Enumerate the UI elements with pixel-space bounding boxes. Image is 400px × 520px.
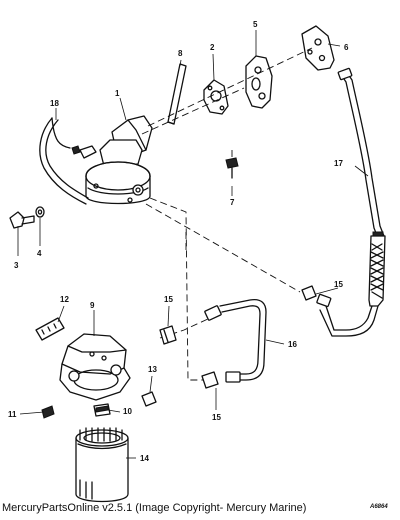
leader-lines bbox=[17, 30, 369, 459]
callout-18: 18 bbox=[50, 99, 59, 108]
callout-7: 7 bbox=[230, 198, 235, 207]
fitting-15-left bbox=[159, 325, 177, 345]
callout-9: 9 bbox=[90, 301, 95, 310]
callout-4: 4 bbox=[37, 249, 42, 258]
callout-1: 1 bbox=[115, 89, 120, 98]
push-rod-8 bbox=[167, 63, 187, 125]
callout-16: 16 bbox=[288, 340, 297, 349]
callout-5: 5 bbox=[253, 20, 258, 29]
nipple-10 bbox=[93, 403, 111, 417]
decal-12 bbox=[35, 317, 65, 341]
fuel-line-16 bbox=[204, 298, 267, 383]
plug-11 bbox=[41, 405, 55, 419]
callout-15-lower: 15 bbox=[212, 413, 221, 422]
fuel-line-17 bbox=[316, 67, 386, 337]
fitting-15-lower bbox=[201, 371, 219, 389]
filter-adapter-9 bbox=[59, 333, 131, 401]
vent-hose-18 bbox=[39, 117, 89, 205]
lock-washer-4 bbox=[35, 206, 45, 218]
callout-13: 13 bbox=[148, 365, 157, 374]
callout-3: 3 bbox=[14, 261, 19, 270]
drawing-number: A6864 bbox=[370, 504, 388, 510]
callout-8: 8 bbox=[178, 49, 183, 58]
screw-7 bbox=[225, 157, 239, 179]
alignment-lines bbox=[141, 47, 313, 381]
callout-15-right: 15 bbox=[334, 280, 343, 289]
gasket-6 bbox=[301, 25, 335, 71]
bolt-3 bbox=[9, 211, 35, 229]
callout-10: 10 bbox=[123, 407, 132, 416]
plug-13 bbox=[141, 391, 157, 407]
callout-17: 17 bbox=[334, 159, 343, 168]
callout-2: 2 bbox=[210, 43, 215, 52]
fuel-filter-14 bbox=[75, 427, 129, 503]
image-caption: MercuryPartsOnline v2.5.1 (Image Copyrig… bbox=[2, 502, 307, 514]
fuel-pump-1 bbox=[71, 115, 153, 205]
callout-15-left: 15 bbox=[164, 295, 173, 304]
callout-14: 14 bbox=[140, 454, 149, 463]
adapter-plate-5 bbox=[245, 55, 273, 109]
callout-labels: 1 2 3 4 5 6 7 8 9 10 11 12 13 14 15 15 1… bbox=[8, 20, 349, 463]
callout-11: 11 bbox=[8, 410, 17, 419]
callout-12: 12 bbox=[60, 295, 69, 304]
fitting-15-upper bbox=[301, 285, 317, 301]
callout-6: 6 bbox=[344, 43, 349, 52]
